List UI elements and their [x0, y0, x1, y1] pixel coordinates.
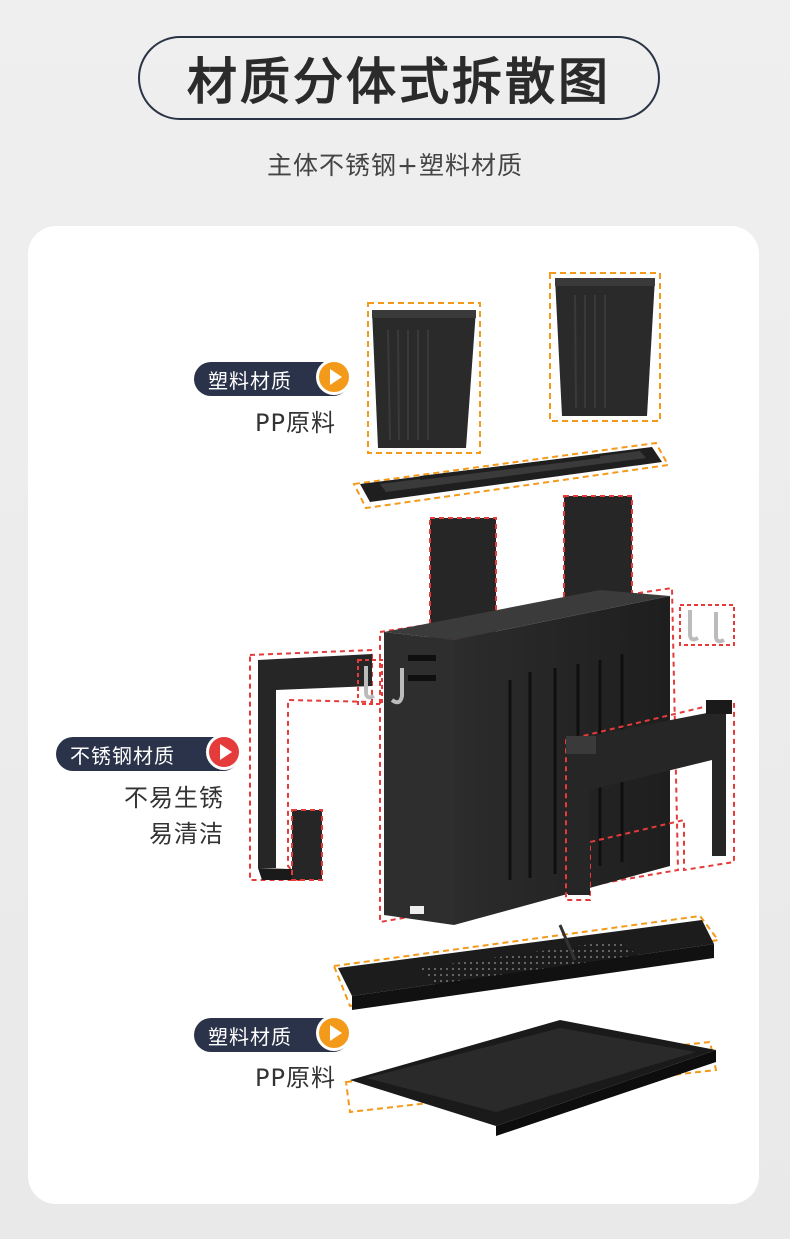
arrow-right-icon	[316, 1015, 352, 1051]
middle-material-tag: 不锈钢材质	[56, 734, 242, 771]
middle-material-note-1: 不易生锈	[124, 784, 224, 812]
left-side-rack	[249, 648, 373, 881]
left-plastic-cup	[367, 302, 481, 454]
drip-tray-with-mesh	[332, 914, 720, 1010]
stainless-main-body	[379, 586, 680, 925]
arrow-right-icon	[316, 359, 352, 395]
bottom-material-note: PP原料	[255, 1064, 336, 1092]
title-pill: 材质分体式拆散图	[138, 36, 660, 120]
page-title: 材质分体式拆散图	[187, 53, 611, 111]
top-material-note: PP原料	[255, 409, 336, 437]
middle-material-tag-label: 不锈钢材质	[70, 743, 175, 768]
right-plastic-cup	[549, 272, 661, 422]
top-slotted-lid	[352, 441, 670, 510]
bottom-base-tray	[344, 1020, 718, 1136]
arrow-right-icon	[206, 734, 242, 770]
top-material-tag: 塑料材质	[194, 359, 352, 396]
right-side-rack	[565, 700, 735, 901]
top-material-tag-label: 塑料材质	[208, 368, 292, 393]
back-panels	[429, 495, 633, 641]
middle-material-note-2: 易清洁	[149, 820, 224, 848]
bottom-material-tag: 塑料材质	[194, 1015, 352, 1052]
page-subtitle: 主体不锈钢+塑料材质	[267, 151, 523, 180]
hooks	[357, 604, 735, 705]
bottom-material-tag-label: 塑料材质	[208, 1024, 292, 1049]
